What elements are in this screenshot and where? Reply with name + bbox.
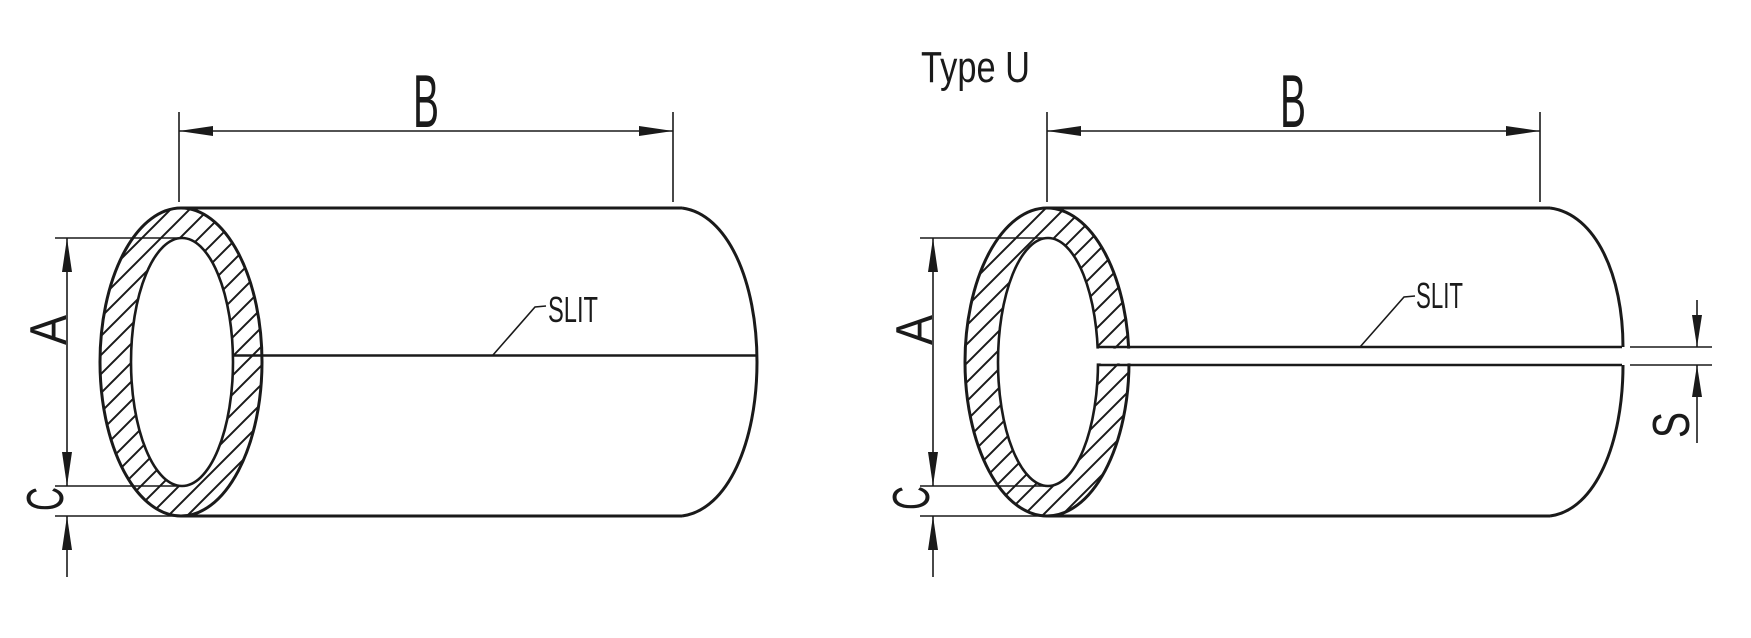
arrowhead-right — [639, 126, 673, 136]
right-tube-body — [1048, 206, 1625, 518]
right-figure-title: Type U — [921, 43, 1030, 92]
left-ring-hatch — [100, 208, 263, 517]
arrowhead-left — [1047, 126, 1081, 136]
left-dim-b-label: B — [413, 59, 439, 143]
right-dim-a-label: A — [886, 315, 944, 345]
left-slit-label: SLIT — [548, 289, 598, 330]
right-inner-ellipse — [996, 236, 1100, 488]
arrowhead-down — [1692, 315, 1702, 347]
arrowhead-up — [62, 516, 72, 550]
arrowhead-up — [62, 238, 72, 272]
left-dim-c-label: C — [17, 487, 75, 511]
right-slit-callout: SLIT — [1359, 275, 1463, 348]
arrowhead-right — [1506, 126, 1540, 136]
right-dim-s-label: S — [1643, 412, 1701, 438]
right-dim-b-label: B — [1280, 59, 1306, 143]
left-tube-end-cap — [681, 206, 759, 518]
arrowhead-up — [1692, 365, 1702, 397]
right-slit-leader-line — [1359, 295, 1416, 348]
arrowhead-down — [62, 452, 72, 486]
left-tube-body — [181, 206, 759, 518]
left-figure: SLIT B A C — [17, 59, 759, 577]
arrowhead-up — [928, 516, 938, 550]
arrowhead-up — [928, 238, 938, 272]
right-dim-s: S — [1630, 300, 1712, 443]
right-dim-a: A — [886, 237, 1046, 487]
right-figure: Type U SLIT — [883, 43, 1712, 577]
right-dim-c: C — [883, 486, 1056, 577]
right-slit-label: SLIT — [1416, 275, 1463, 316]
right-dim-c-label: C — [883, 486, 941, 510]
left-dim-c: C — [17, 487, 190, 577]
right-tube-end-cap-lower — [1549, 364, 1625, 518]
left-dim-a-label: A — [20, 315, 78, 345]
arrowhead-down — [928, 452, 938, 486]
right-tube-end-ring — [963, 206, 1134, 518]
left-inner-ellipse — [129, 236, 235, 488]
right-tube-end-cap-upper — [1549, 206, 1625, 348]
left-slit-leader-line — [492, 305, 547, 356]
right-dim-b: B — [1046, 59, 1541, 202]
left-dim-a: A — [20, 237, 180, 487]
left-slit-callout: SLIT — [492, 289, 598, 356]
right-ring-slot-cut — [1092, 348, 1134, 364]
arrowhead-left — [179, 126, 213, 136]
left-dim-b: B — [178, 59, 674, 202]
left-tube-end-ring — [98, 206, 264, 518]
right-slit-slot — [1097, 345, 1622, 367]
